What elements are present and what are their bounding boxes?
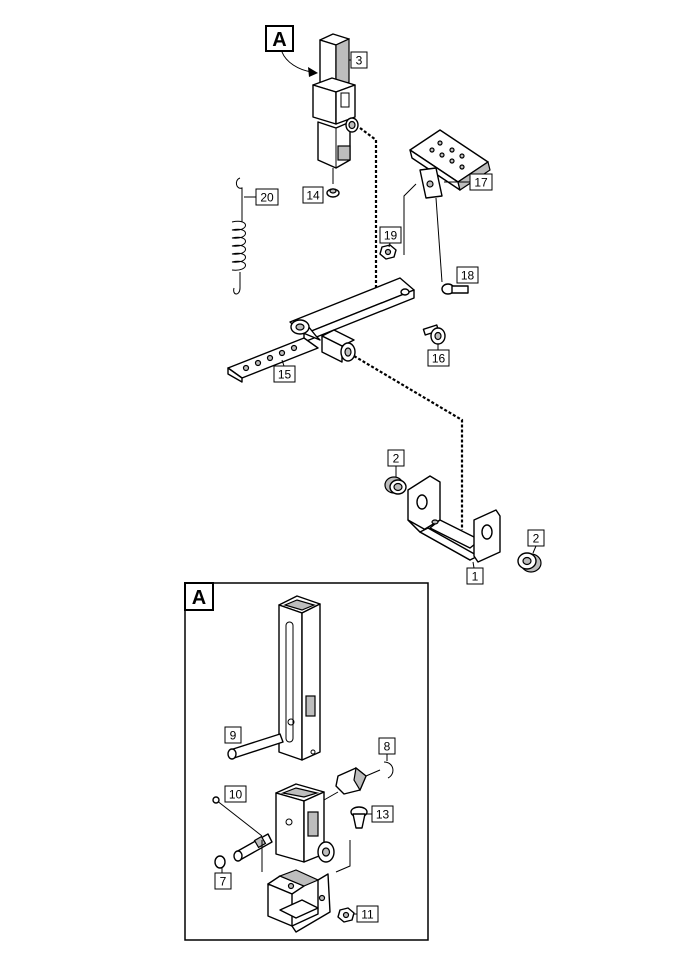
tag-14: 14 (302, 186, 324, 204)
tag-7: 7 (214, 868, 232, 890)
part-7-ring (214, 855, 226, 869)
inset-line-knob (335, 840, 351, 873)
tag-14-label: 14 (306, 189, 320, 203)
tag-20: 20 (244, 188, 279, 206)
part-19-nut (379, 244, 397, 260)
tag-3: 3 (349, 51, 368, 69)
tag-13-label: 13 (376, 808, 390, 822)
part-8-clip (383, 761, 394, 779)
tag-20-label: 20 (260, 191, 274, 205)
part-14-nut (326, 188, 340, 198)
inset-short-tube (275, 783, 335, 863)
tag-7-label: 7 (220, 875, 227, 889)
part-10-rod (212, 796, 263, 837)
tag-1: 1 (466, 561, 484, 585)
tag-18: 18 (456, 266, 479, 284)
tag-9: 9 (224, 726, 242, 744)
tag-1-label: 1 (472, 570, 479, 584)
callout-a-inset-label: A (192, 587, 206, 609)
part-3-tube-assembly (312, 33, 359, 184)
tag-2-right: 2 (527, 529, 545, 554)
tag-9-label: 9 (230, 729, 237, 743)
tag-17-label: 17 (474, 176, 488, 190)
tag-11: 11 (354, 905, 379, 923)
assembly-line-3-15 (359, 127, 378, 300)
part-17-pedal (409, 129, 491, 199)
tag-10-label: 10 (229, 788, 243, 802)
part-11-nut (337, 907, 355, 923)
tag-19: 19 (379, 226, 402, 248)
tag-17: 17 (444, 173, 493, 191)
tag-10: 10 (224, 785, 247, 803)
part-16-bolt (422, 324, 446, 345)
assembly-line-15-1 (353, 355, 464, 530)
tag-15-label: 15 (278, 368, 292, 382)
part-9-pin (227, 733, 284, 760)
tag-11-label: 11 (361, 908, 374, 922)
inset-view-a: A 9 (184, 582, 429, 941)
part-18-bolt (441, 283, 469, 295)
tag-16: 16 (427, 344, 450, 367)
tag-3-label: 3 (356, 54, 363, 68)
part-2-bushing-left (384, 476, 407, 495)
tag-8: 8 (378, 737, 396, 761)
part-13-bolt (350, 806, 368, 829)
tag-15: 15 (273, 359, 296, 383)
tag-18-label: 18 (461, 269, 475, 283)
callout-a-top-label: A (272, 29, 286, 51)
tag-19-label: 19 (384, 229, 398, 243)
tag-16-label: 16 (432, 352, 446, 366)
inset-long-tube (278, 595, 321, 761)
inset-knob (323, 766, 381, 801)
tag-8-label: 8 (384, 740, 391, 754)
part-2-bushing-right (517, 552, 542, 573)
tag-13: 13 (366, 805, 394, 823)
line-17-19 (403, 183, 417, 255)
inset-u-bracket (267, 869, 331, 933)
part-15-lever-arm (227, 277, 415, 383)
callout-a-top: A (265, 25, 318, 77)
part-20-spring (231, 177, 246, 295)
tag-2-right-label: 2 (533, 532, 540, 546)
line-17-18 (435, 197, 443, 283)
tag-2-left-label: 2 (393, 452, 400, 466)
inset-adjuster-pin (233, 833, 273, 862)
tag-2-left: 2 (387, 449, 405, 477)
part-1-bracket (407, 475, 501, 563)
